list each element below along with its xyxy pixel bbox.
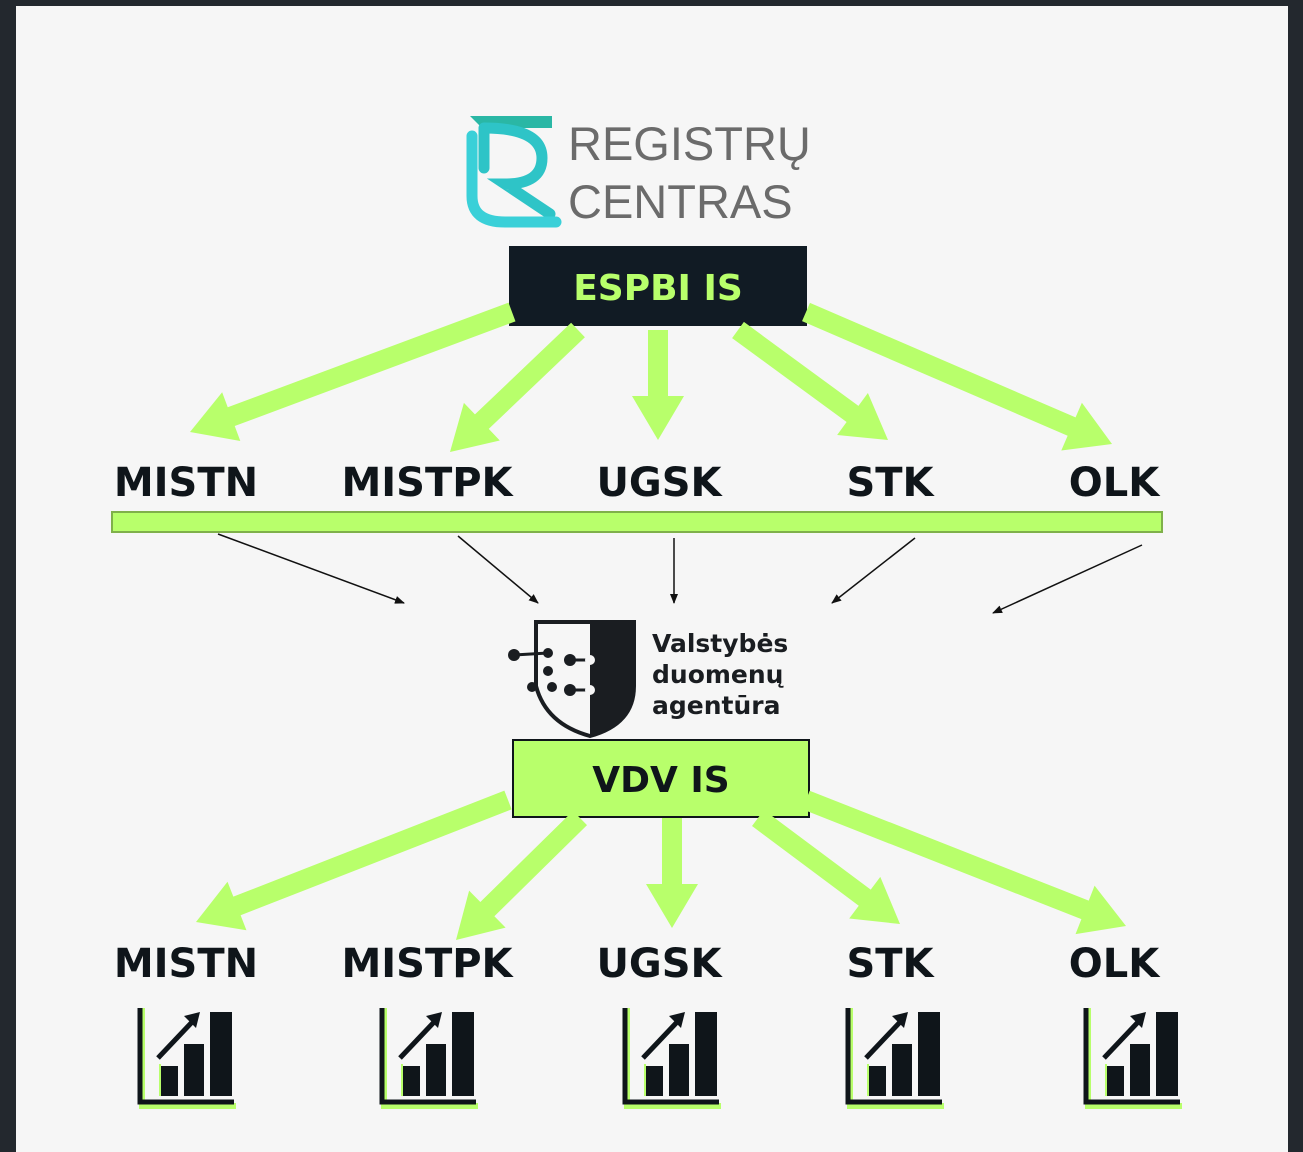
- shield-network-icon: [508, 620, 636, 739]
- vda-line2: duomenų: [652, 660, 784, 689]
- thin-arrows: [217, 533, 1143, 614]
- registries-bar: [111, 511, 1163, 533]
- vda-logo: Valstybės duomenų agentūra: [508, 620, 788, 739]
- registry-bottom-ugsk: UGSK: [596, 941, 723, 987]
- registries-bottom: MISTN MISTPK UGSK STK OLK: [114, 941, 1161, 987]
- espbi-arrow-3: [632, 330, 684, 440]
- vdv-arrow-4: [752, 809, 900, 924]
- registry-bottom-olk: OLK: [1069, 941, 1161, 987]
- thin-arrow-4: [831, 537, 916, 604]
- espbi-arrow-5: [802, 302, 1112, 451]
- registru-centras-logo: REGISTRŲ CENTRAS: [466, 116, 811, 228]
- bar-chart-growth-icon: [845, 1008, 944, 1109]
- thin-arrow-2: [457, 535, 539, 604]
- bar-chart-growth-icon: [137, 1008, 236, 1109]
- espbi-arrow-1: [190, 302, 516, 441]
- bar-chart-growth-icon: [379, 1008, 478, 1109]
- logo-registru-line1: REGISTRŲ: [568, 117, 811, 170]
- bar-chart-growth-icon: [622, 1008, 721, 1109]
- vdv-arrow-3: [646, 818, 698, 928]
- registry-top-stk: STK: [846, 460, 935, 506]
- registry-top-mistn: MISTN: [114, 460, 258, 506]
- registry-bottom-mistn: MISTN: [114, 941, 258, 987]
- registry-bottom-stk: STK: [846, 941, 935, 987]
- vda-line1: Valstybės: [652, 629, 788, 658]
- report-icons: [137, 1008, 1182, 1109]
- registries-top: MISTN MISTPK UGSK STK OLK: [114, 460, 1161, 506]
- espbi-is-label: ESPBI IS: [573, 268, 743, 309]
- thin-arrow-5: [992, 544, 1143, 614]
- vdv-arrows: [196, 790, 1126, 940]
- rc-monogram-icon: [466, 116, 562, 228]
- bar-chart-growth-icon: [1083, 1008, 1182, 1109]
- espbi-arrow-2: [450, 322, 585, 452]
- registry-top-olk: OLK: [1069, 460, 1161, 506]
- espbi-is-box: ESPBI IS: [509, 246, 807, 326]
- espbi-arrows: [190, 302, 1112, 452]
- vdv-is-box: VDV IS: [512, 739, 810, 818]
- logo-registru-line2: CENTRAS: [568, 175, 793, 228]
- vdv-arrow-1: [196, 790, 512, 931]
- vda-line3: agentūra: [652, 691, 780, 720]
- vdv-is-label: VDV IS: [592, 760, 729, 801]
- registry-bottom-mistpk: MISTPK: [341, 941, 514, 987]
- vdv-arrow-5: [802, 790, 1126, 935]
- registry-top-ugsk: UGSK: [596, 460, 723, 506]
- vdv-arrow-2: [456, 810, 588, 940]
- diagram-card: [16, 6, 1288, 1152]
- registry-top-mistpk: MISTPK: [341, 460, 514, 506]
- espbi-arrow-4: [732, 321, 888, 440]
- thin-arrow-1: [217, 533, 405, 604]
